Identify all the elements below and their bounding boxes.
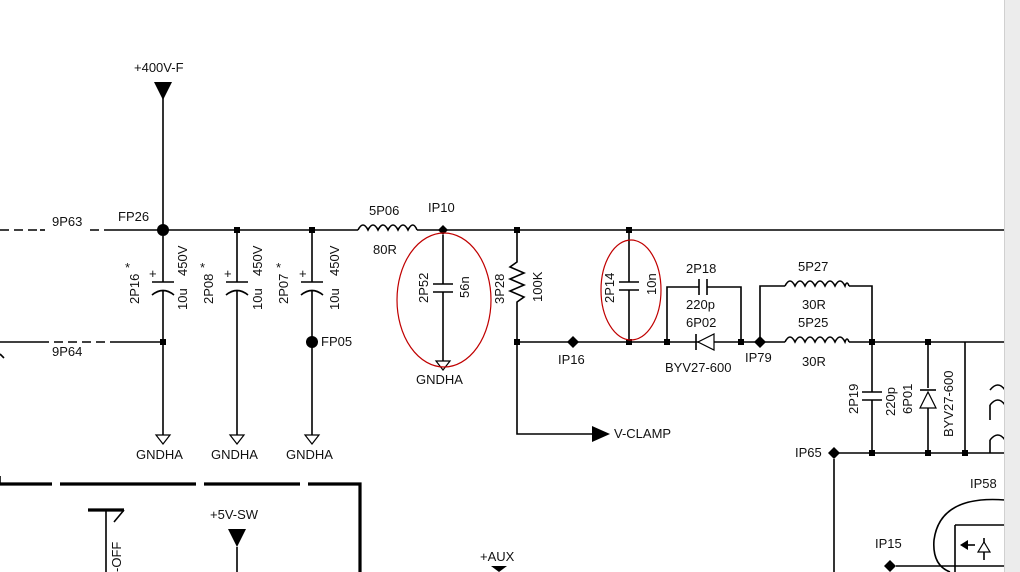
ground-icon [303,434,321,445]
cap-2p16-ref: 2P16 [127,274,142,304]
label-fp05: FP05 [321,334,352,349]
diode-6p01-part: BYV27-600 [941,371,956,438]
fp05-node [306,336,318,348]
label-9p63: 9P63 [52,214,82,229]
vclamp-label: V-CLAMP [614,426,671,441]
gnd-label-2p08: GNDHA [211,447,258,462]
ind-5p25-ref: 5P25 [798,315,828,330]
label-ip79: IP79 [745,350,772,365]
ind-5p25-value: 30R [802,354,826,369]
cap-2p14-value: 10n [644,273,659,295]
cap-2p08-plus: + [224,266,232,281]
label-ip10: IP10 [428,200,455,215]
label-9p64: 9P64 [52,344,82,359]
snubber-2p18-6p02: 2P18 220p 6P02 BYV27-600 [664,261,744,375]
diode-icon [696,333,715,351]
cap-2p18-value: 220p [686,297,715,312]
cap-2p07-value: 10u [327,288,342,310]
cap-2p14-ref: 2P14 [602,273,617,303]
cap-2p16-value: 10u [175,288,190,310]
cap-2p08-voltage: 450V [250,245,265,276]
supply-400v: +400V-F [134,60,184,230]
cap-2p16-star: * [125,260,130,275]
cap-2p07-plus: + [299,266,307,281]
cap-2p52-ref: 2P52 [416,273,431,303]
ip65-line: IP65 [795,342,1006,572]
ip16-node [567,336,579,348]
diode-icon [919,390,937,409]
cap-2p19-ref: 2P19 [846,384,861,414]
highlight-ring-2p52 [396,232,492,368]
capacitor-2p16: + 2P16 * 10u 450V GNDHA [125,236,190,462]
ground-icon [228,434,246,445]
cap-2p07-star: * [276,260,281,275]
cap-2p08-star: * [200,260,205,275]
label-ip16: IP16 [558,352,585,367]
label-fp26: FP26 [118,209,149,224]
supply-400v-label: +400V-F [134,60,184,75]
cap-2p08-ref: 2P08 [201,274,216,304]
inductor-5p06: 5P06 80R [357,203,418,257]
resistor-3p28: 3P28 100K [492,227,545,345]
diode-6p01-ref: 6P01 [900,384,915,414]
inductor-pair: 5P27 30R 5P25 30R [759,259,875,369]
res-3p28-ref: 3P28 [492,274,507,304]
cap-2p19-value: 220p [883,387,898,416]
gnd-label-2p07: GNDHA [286,447,333,462]
supply-arrow-icon [491,566,507,572]
ground-icon [154,434,172,445]
label-ip58: IP58 [970,476,997,491]
ind-5p06-value: 80R [373,242,397,257]
cap-2p16-plus: + [149,266,157,281]
capacitor-2p14: 2P14 10n [600,227,662,345]
cap-2p52-value: 56n [457,276,472,298]
transistor-arrow-icon [960,540,968,550]
cap-2p07-ref: 2P07 [276,274,291,304]
cap-2p07-voltage: 450V [327,245,342,276]
ind-5p27-value: 30R [802,297,826,312]
vertical-scrollbar[interactable] [1004,0,1020,572]
ind-5p06-ref: 5P06 [369,203,399,218]
capacitor-2p08: + 2P08 * 10u 450V GNDHA [200,227,265,462]
highlight-ring-2p14 [600,239,662,341]
supply-5v-label: +5V-SW [210,507,259,522]
label-ip15: IP15 [875,536,902,551]
gnd-label-2p52: GNDHA [416,372,463,387]
capacitor-2p52: IP10 2P52 56n GNDHA [396,200,492,387]
diode-6p02-part: BYV27-600 [665,360,732,375]
snubber-2p19-6p01: 2P19 220p 6P01 BYV27-600 [846,339,956,453]
label-ip65: IP65 [795,445,822,460]
fp26-node [157,224,169,236]
res-3p28-value: 100K [530,271,545,302]
off-label-fragment: -OFF [109,542,124,572]
ind-5p27-ref: 5P27 [798,259,828,274]
cap-2p16-voltage: 450V [175,245,190,276]
aux-label: +AUX [480,549,515,564]
cap-2p08-value: 10u [250,288,265,310]
ground-icon [434,360,452,371]
mosfet-fragment: IP58 IP15 [875,476,1006,572]
supply-arrow-icon [228,529,246,547]
board-outline: -OFF +5V-SW +AUX [0,476,515,572]
cap-2p18-ref: 2P18 [686,261,716,276]
gnd-label-2p16: GNDHA [136,447,183,462]
output-arrow-icon [592,426,610,442]
transistor-diode-icon [976,540,992,553]
capacitor-2p07: FP05 + 2P07 * 10u 450V GNDHA [276,227,352,462]
diode-6p02-ref: 6P02 [686,315,716,330]
vclamp-output: V-CLAMP [516,342,671,442]
